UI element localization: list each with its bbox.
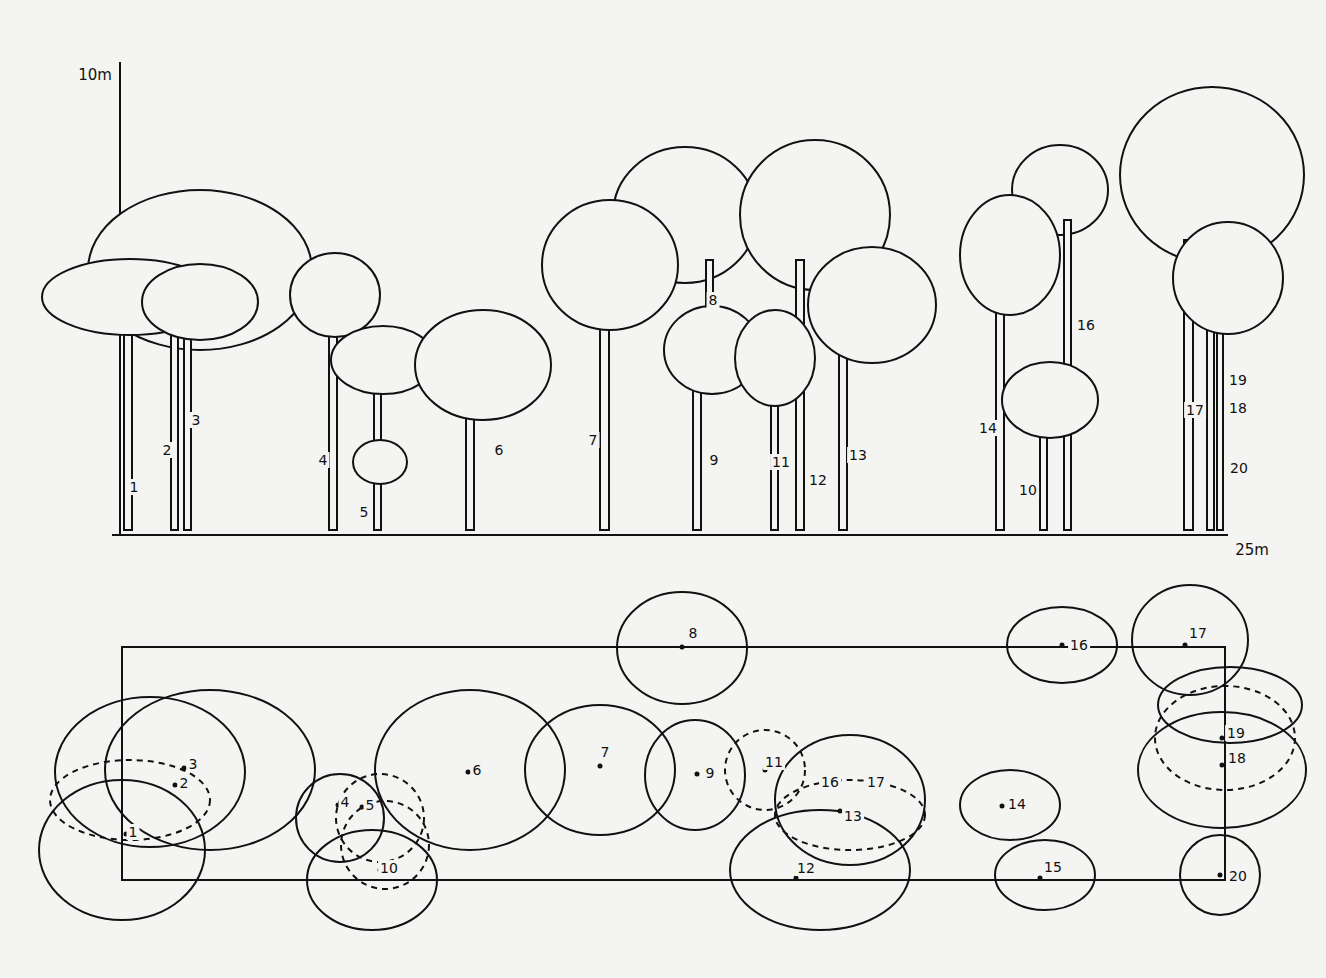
- tree-number: 13: [842, 808, 864, 824]
- tree-number: 17: [1184, 402, 1206, 418]
- tree-number: 17: [1187, 625, 1209, 641]
- tree-number: 6: [471, 762, 484, 778]
- tree-number: 15: [1042, 859, 1064, 875]
- tree-number: 10: [1017, 482, 1039, 498]
- tree-number: 3: [190, 412, 203, 428]
- tree-number: 20: [1228, 460, 1250, 476]
- tree-number: 16: [819, 774, 841, 790]
- tree-number: 9: [704, 765, 717, 781]
- tree-number: 11: [763, 754, 785, 770]
- tree-number: 2: [178, 775, 191, 791]
- tree-number: 5: [358, 504, 371, 520]
- tree-number: 17: [865, 774, 887, 790]
- tree-number: 2: [161, 442, 174, 458]
- tree-number: 7: [587, 432, 600, 448]
- tree-number: 11: [770, 454, 792, 470]
- tree-number: 16: [1068, 637, 1090, 653]
- tree-number: 1: [127, 824, 140, 840]
- tree-number: 4: [339, 794, 352, 810]
- tree-number: 6: [493, 442, 506, 458]
- tree-number: 14: [1006, 796, 1028, 812]
- axis-label: 25m: [1233, 542, 1271, 559]
- tree-number: 7: [599, 744, 612, 760]
- tree-number: 8: [707, 292, 720, 308]
- tree-number: 20: [1227, 868, 1249, 884]
- axis-label: 10m: [76, 67, 114, 84]
- tree-number: 4: [317, 452, 330, 468]
- tree-number: 3: [187, 756, 200, 772]
- tree-number: 18: [1227, 400, 1249, 416]
- tree-number: 16: [1075, 317, 1097, 333]
- tree-number: 18: [1226, 750, 1248, 766]
- tree-number: 8: [687, 625, 700, 641]
- tree-number: 5: [364, 797, 377, 813]
- tree-number: 1: [128, 479, 141, 495]
- tree-number: 12: [795, 860, 817, 876]
- tree-number: 10: [378, 860, 400, 876]
- tree-number: 19: [1227, 372, 1249, 388]
- tree-number: 14: [977, 420, 999, 436]
- tree-number: 9: [708, 452, 721, 468]
- tree-number: 19: [1225, 725, 1247, 741]
- tree-number: 12: [807, 472, 829, 488]
- tree-number: 13: [847, 447, 869, 463]
